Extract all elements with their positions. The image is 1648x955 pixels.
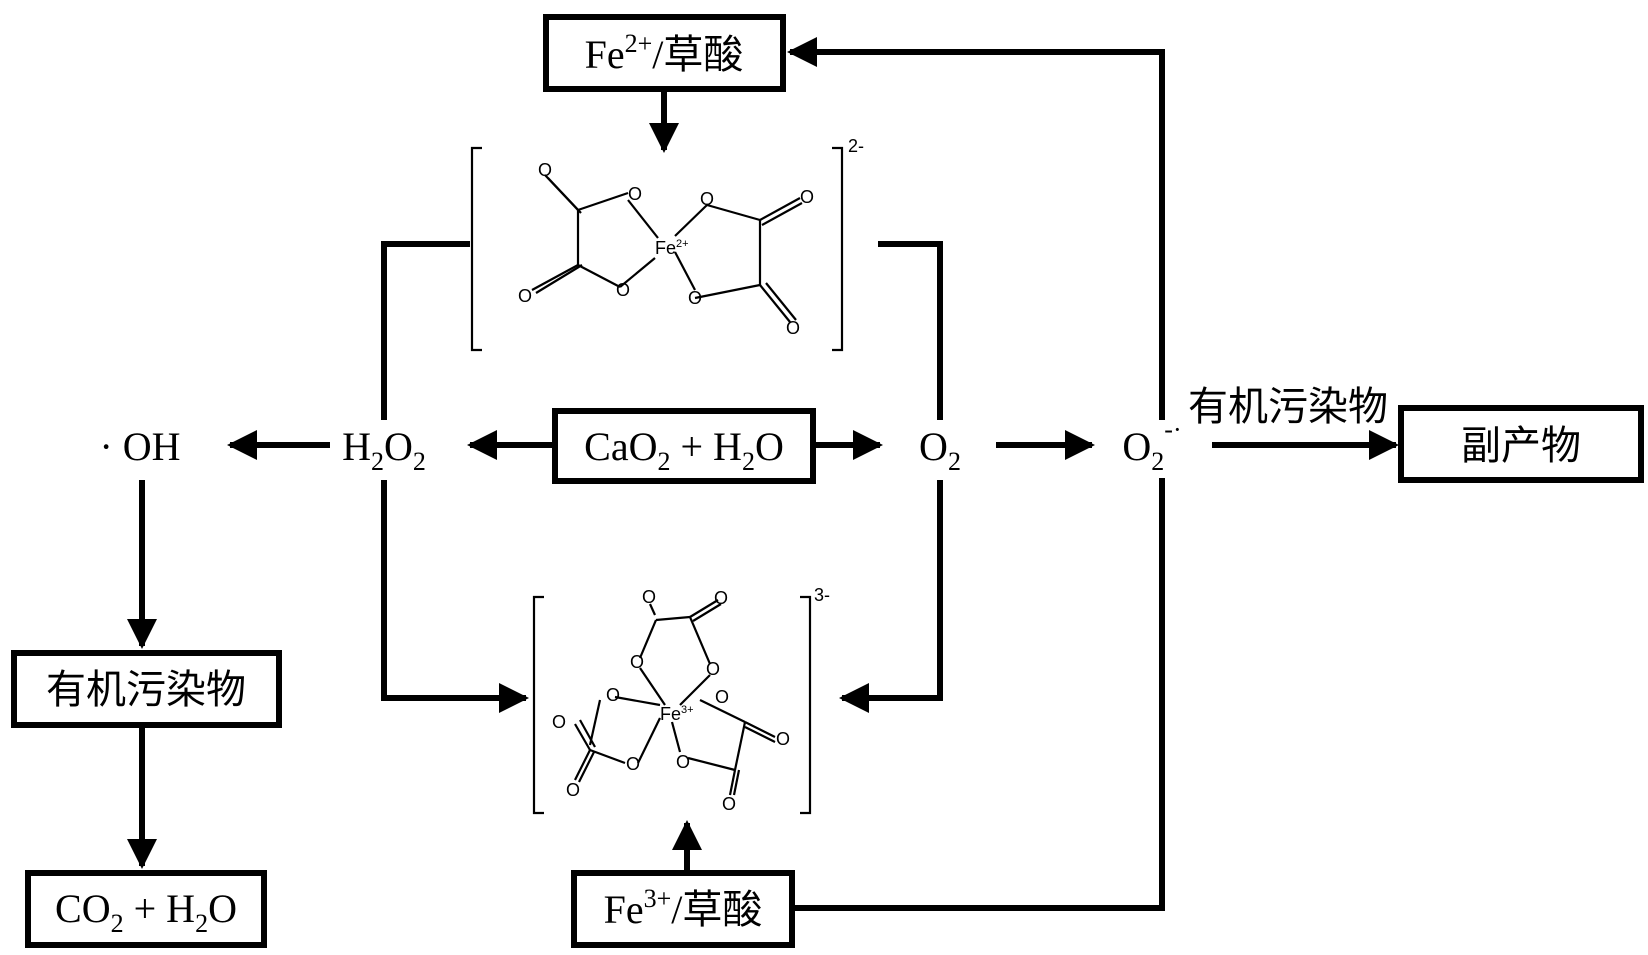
arrow-feedback-loop <box>792 478 1165 911</box>
svg-text:O: O <box>626 754 640 774</box>
fe3-complex-charge: 3- <box>814 585 830 605</box>
cao2-h2o-label: CaO2 + H2O <box>584 424 784 476</box>
co2-h2o-box <box>25 870 267 948</box>
fe2-complex-charge: 2- <box>848 136 864 156</box>
svg-text:O: O <box>538 160 552 180</box>
line-o2-to-fe2-complex <box>878 241 943 420</box>
fe3-complex-center: Fe3+ <box>660 704 694 724</box>
svg-text:O: O <box>776 729 790 749</box>
fe2-oxalate-box <box>543 14 786 92</box>
connectors <box>127 37 1399 911</box>
fe3-oxalate-label: Fe3+/草酸 <box>604 884 763 932</box>
svg-text:O: O <box>630 652 644 672</box>
svg-text:O: O <box>566 780 580 800</box>
organic-pollutant-arrow-label: 有机污染物 <box>1188 384 1388 429</box>
o2-label: O2 <box>919 424 961 476</box>
hydroxyl-radical-label: · OH <box>99 424 180 469</box>
svg-text:O: O <box>688 288 702 308</box>
svg-text:O: O <box>800 187 814 207</box>
svg-text:O: O <box>715 687 729 707</box>
fe3-complex-right-bracket <box>800 595 812 815</box>
svg-text:O: O <box>722 794 736 814</box>
svg-text:O: O <box>642 587 656 607</box>
line-h2o2-to-fe2-complex <box>381 241 470 420</box>
svg-text:O: O <box>700 189 714 209</box>
svg-text:O: O <box>518 286 532 306</box>
arrow-loop-to-fe2 <box>787 37 1165 420</box>
fe2-complex-left-bracket <box>470 146 482 352</box>
fe2-complex-center: Fe2+ <box>655 238 689 258</box>
fe2-oxalate-complex: O O O O O O O O Fe2+ 2- <box>470 136 864 352</box>
co2-h2o-label: CO2 + H2O <box>55 886 237 938</box>
svg-text:O: O <box>606 685 620 705</box>
fe2-complex-right-bracket <box>832 146 844 352</box>
fe2-oxalate-label: Fe2+/草酸 <box>585 29 744 77</box>
svg-text:O: O <box>676 752 690 772</box>
byproduct-label: 副产物 <box>1461 423 1581 468</box>
organic-pollutant-box-label: 有机污染物 <box>46 667 246 712</box>
svg-text:O: O <box>706 659 720 679</box>
svg-text:O: O <box>628 184 642 204</box>
fe3-complex-left-bracket <box>532 595 544 815</box>
byproduct-box <box>1398 405 1644 483</box>
svg-text:O: O <box>616 280 630 300</box>
fe3-oxalate-complex: O O O O O O O O O O O O Fe3+ 3- <box>532 585 830 815</box>
organic-pollutant-box <box>11 650 282 728</box>
svg-text:O: O <box>786 318 800 338</box>
superoxide-label: O2-· <box>1122 415 1181 476</box>
svg-text:O: O <box>714 588 728 608</box>
svg-text:O: O <box>552 712 566 732</box>
h2o2-label: H2O2 <box>342 424 426 476</box>
arrow-o2-to-fe3-complex <box>839 480 943 713</box>
arrow-h2o2-to-fe3-complex <box>381 480 529 713</box>
